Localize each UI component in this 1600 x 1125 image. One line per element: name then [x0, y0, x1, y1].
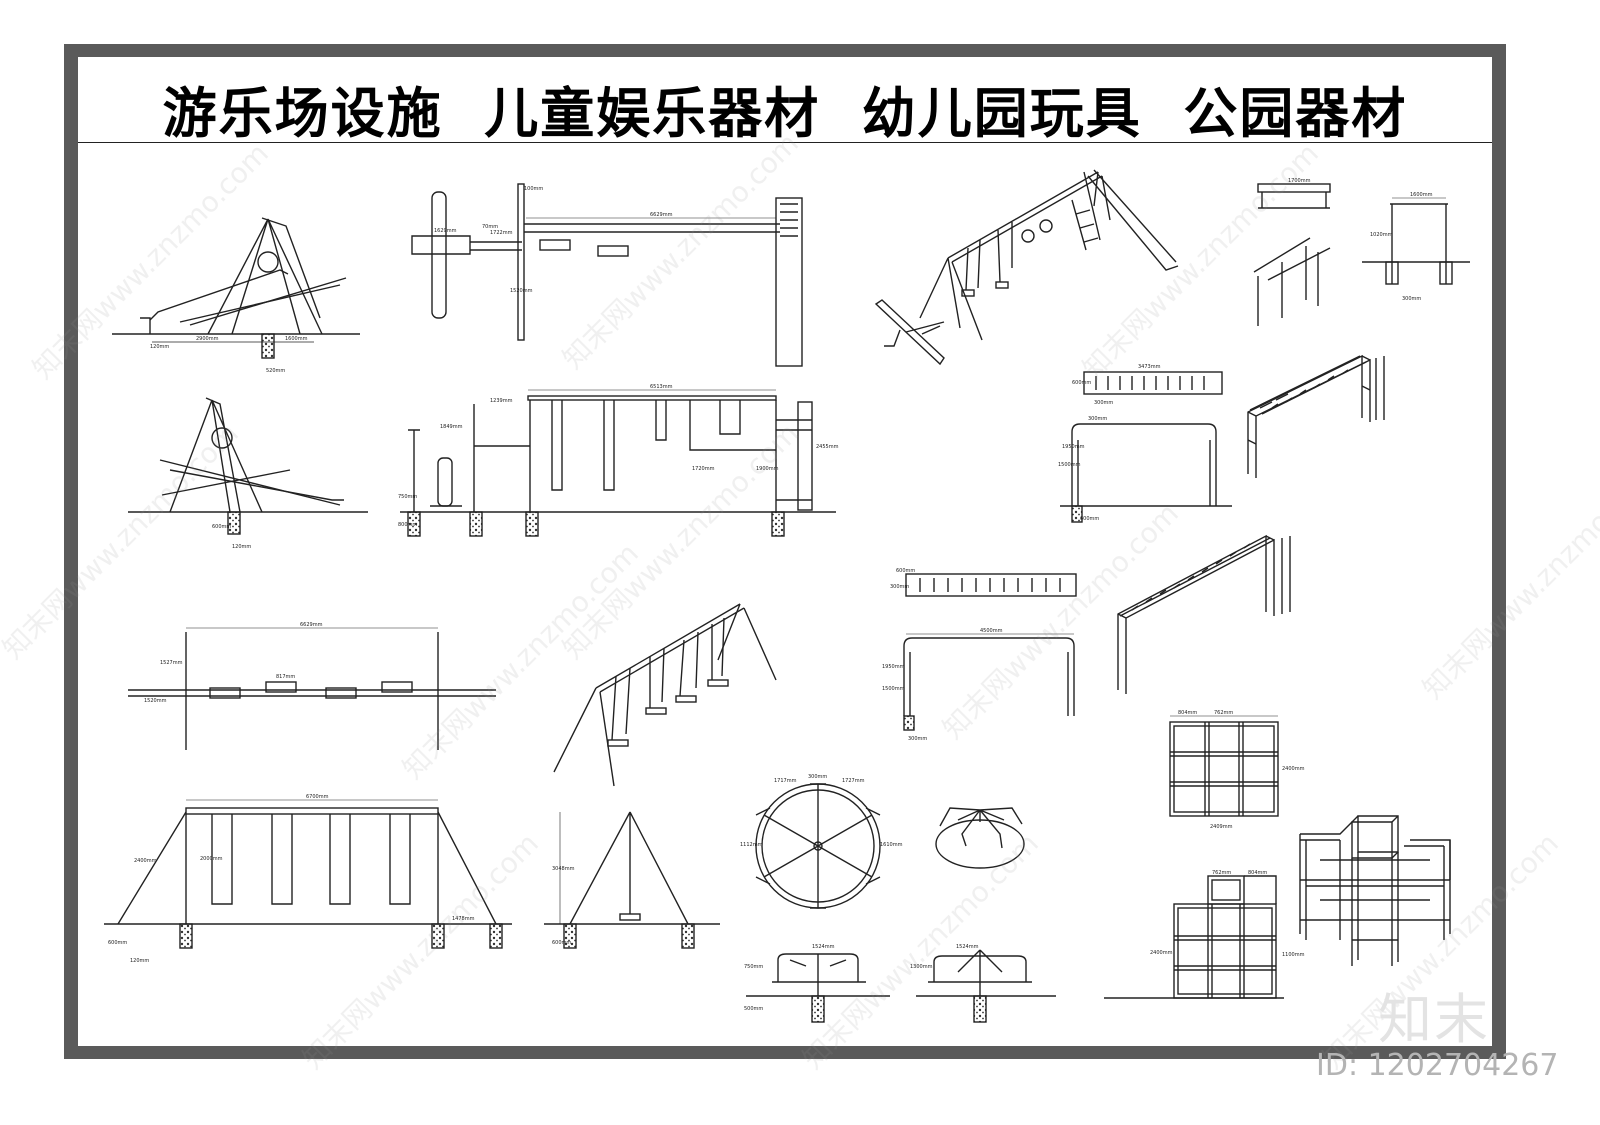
- dim-ladder-side-2: 1500mm: [1058, 462, 1081, 468]
- dim-seesaw-4: 520mm: [266, 368, 285, 374]
- dim-round-elev-2: 1524mm: [956, 944, 979, 950]
- dim-round-plan-2: 1727mm: [842, 778, 865, 784]
- dim-ladder-side-4: 600mm: [1080, 516, 1099, 522]
- dim-seesaw-3: 120mm: [150, 344, 169, 350]
- drawing-sheet: [78, 57, 1492, 1046]
- dim-seesaw-2: 1600mm: [285, 336, 308, 342]
- dim-swing-elev-5: 600mm: [108, 940, 127, 946]
- dim-swing-side-1: 3048mm: [552, 866, 575, 872]
- parallel-bars: [1253, 183, 1470, 326]
- dim-ladder-side-3: 1950mm: [1062, 444, 1085, 450]
- dim-swing-elev-1: 6700mm: [306, 794, 329, 800]
- dim-gym-plan-4: 1520mm: [510, 288, 533, 294]
- dim-swing-plan-2: 1527mm: [160, 660, 183, 666]
- swing-side-elevation: [544, 811, 720, 949]
- dim-round-elev-4: 1300mm: [910, 964, 933, 970]
- dim-parallel-3: 1020mm: [1370, 232, 1393, 238]
- dim-climber-plan-3: 2409mm: [1210, 824, 1233, 830]
- monkey-ladder-1: [1060, 354, 1385, 523]
- swing-3d: [553, 603, 777, 787]
- climber-elevation: [1104, 875, 1284, 999]
- dim-seesaw-front-1: 600mm: [212, 524, 231, 530]
- dim-climber-plan-2: 762mm: [1214, 710, 1233, 716]
- dim-round-elev-1: 1524mm: [812, 944, 835, 950]
- dim-ladder2-top-1: 300mm: [890, 584, 909, 590]
- dim-parallel-1: 1700mm: [1288, 178, 1311, 184]
- dim-ladder-top-2: 300mm: [1094, 400, 1113, 406]
- dim-seesaw-front-2: 120mm: [232, 544, 251, 550]
- dim-round-plan-3: 1112mm: [740, 842, 763, 848]
- roundabout-3d: [935, 807, 1025, 869]
- dim-round-elev-3: 750mm: [744, 964, 763, 970]
- swing-plan-view: [128, 627, 496, 750]
- dim-gym-elev-1: 6513mm: [650, 384, 673, 390]
- dim-gym-plan-1: 6629mm: [650, 212, 673, 218]
- dim-ladder2-side-3: 1500mm: [882, 686, 905, 692]
- roundabout-elevation-1: [746, 953, 890, 1023]
- dim-climber-elev-4: 1100mm: [1282, 952, 1305, 958]
- dim-round-plan-4: 1610mm: [880, 842, 903, 848]
- dim-climber-elev-3: 2400mm: [1150, 950, 1173, 956]
- dim-gym-elev-2: 1239mm: [490, 398, 513, 404]
- dim-parallel-4: 300mm: [1402, 296, 1421, 302]
- dim-climber-plan-4: 2400mm: [1282, 766, 1305, 772]
- dim-ladder2-side-4: 300mm: [908, 736, 927, 742]
- dim-swing-elev-2: 2400mm: [134, 858, 157, 864]
- dim-gym-plan-5: 100mm: [524, 186, 543, 192]
- dim-ladder-top-1: 3473mm: [1138, 364, 1161, 370]
- dim-ladder-side-1: 300mm: [1088, 416, 1107, 422]
- gym-plan-view: [411, 183, 803, 367]
- dim-swing-elev-3: 2000mm: [200, 856, 223, 862]
- dim-swing-plan-1: 6629mm: [300, 622, 323, 628]
- dim-ladder2-side-1: 4500mm: [980, 628, 1003, 634]
- dim-round-plan-5: 300mm: [808, 774, 827, 780]
- swing-front-elevation: [104, 799, 512, 949]
- dim-seesaw-1: 2900mm: [196, 336, 219, 342]
- dim-gym-elev-7: 750mm: [398, 494, 417, 500]
- dim-ladder2-side-2: 1950mm: [882, 664, 905, 670]
- seesaw-slide-front-view: [128, 397, 368, 535]
- dim-climber-elev-2: 804mm: [1248, 870, 1267, 876]
- dim-ladder2-top-2: 600mm: [896, 568, 915, 574]
- brand-watermark: 知末: [1378, 988, 1490, 1051]
- dim-ladder-top-3: 600mm: [1072, 380, 1091, 386]
- dim-round-elev-5: 500mm: [744, 1006, 763, 1012]
- dim-parallel-2: 1600mm: [1410, 192, 1433, 198]
- dim-round-plan-1: 1717mm: [774, 778, 797, 784]
- monkey-ladder-2: [903, 534, 1291, 731]
- dim-swing-elev-6: 120mm: [130, 958, 149, 964]
- dim-gym-elev-3: 1849mm: [440, 424, 463, 430]
- dim-gym-elev-6: 1720mm: [692, 466, 715, 472]
- roundabout-elevation-2: [916, 949, 1056, 1023]
- dim-climber-plan-1: 804mm: [1178, 710, 1197, 716]
- roundabout-plan: [755, 783, 881, 909]
- asset-id-label: ID: 1202704267: [1316, 1048, 1559, 1083]
- dim-swing-elev-4: 1478mm: [452, 916, 475, 922]
- dim-gym-elev-4: 1900mm: [756, 466, 779, 472]
- title-band: 游乐场设施 儿童娱乐器材 幼儿园玩具 公园器材: [78, 57, 1492, 145]
- dim-gym-plan-2: 1629mm: [434, 228, 457, 234]
- dim-gym-elev-8: 800mm: [398, 522, 417, 528]
- dim-swing-plan-4: 817mm: [276, 674, 295, 680]
- dim-swing-side-2: 600mm: [552, 940, 571, 946]
- dim-gym-plan-3: 1722mm: [490, 230, 513, 236]
- gym-elevation-view: [400, 389, 836, 537]
- dim-climber-elev-1: 762mm: [1212, 870, 1231, 876]
- dim-gym-elev-5: 2455mm: [816, 444, 839, 450]
- sheet-title: 游乐场设施 儿童娱乐器材 幼儿园玩具 公园器材: [162, 82, 1408, 145]
- seesaw-slide-side-view: [112, 217, 360, 359]
- climber-plan: [1169, 715, 1279, 817]
- dim-swing-plan-3: 1520mm: [144, 698, 167, 704]
- dim-gym-plan-6: 70mm: [482, 224, 498, 230]
- climber-3d: [1299, 815, 1451, 966]
- swing-slide-3d: [874, 169, 1179, 366]
